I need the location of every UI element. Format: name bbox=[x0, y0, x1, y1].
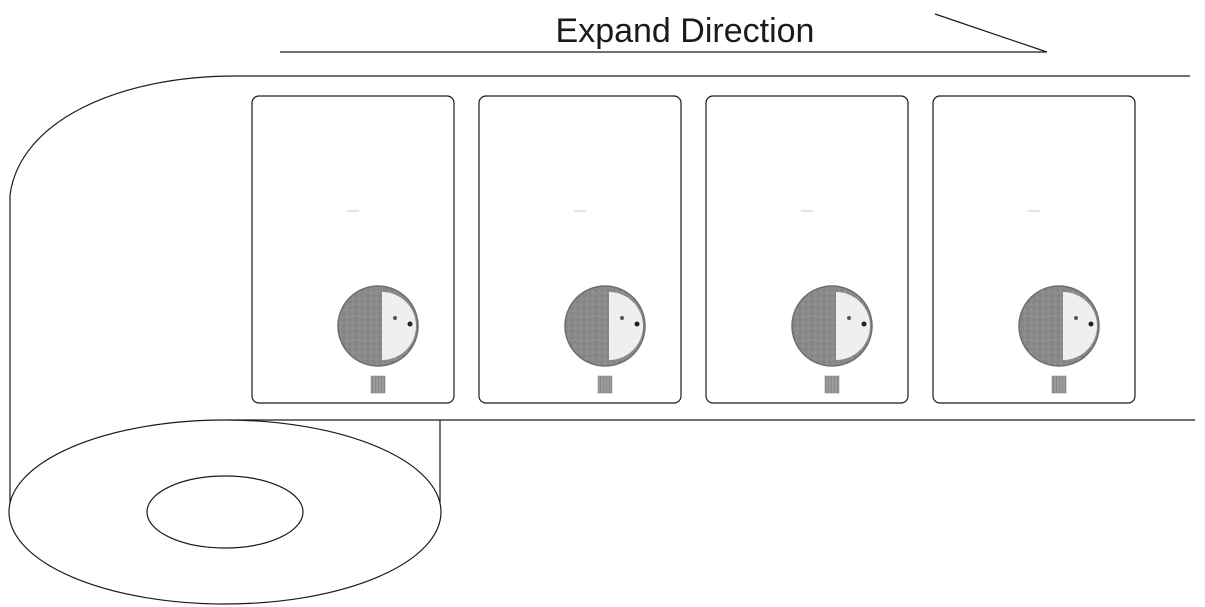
small-square-icon bbox=[370, 375, 386, 394]
arrow-head bbox=[934, 13, 1048, 53]
chip-dot bbox=[1088, 321, 1094, 327]
expand-direction-arrow: Expand Direction bbox=[280, 12, 1048, 53]
rfid-label bbox=[932, 95, 1136, 404]
roll-outer-face bbox=[8, 419, 442, 605]
chip-mark bbox=[1074, 316, 1078, 320]
chip-highlight bbox=[1063, 292, 1097, 360]
chip-highlight bbox=[836, 292, 870, 360]
chip-dot bbox=[407, 321, 413, 327]
rfid-label bbox=[251, 95, 455, 404]
expand-direction-title: Expand Direction bbox=[556, 12, 815, 50]
chip-highlight bbox=[609, 292, 643, 360]
roll-top-curve bbox=[9, 75, 236, 196]
nfc-chip-icon bbox=[1018, 285, 1100, 367]
label-roll bbox=[8, 75, 1195, 605]
nfc-chip-icon bbox=[337, 285, 419, 367]
chip-mark bbox=[847, 316, 851, 320]
small-square-icon bbox=[1051, 375, 1067, 394]
small-square-icon bbox=[597, 375, 613, 394]
chip-dot bbox=[861, 321, 867, 327]
chip-mark bbox=[620, 316, 624, 320]
small-square-icon bbox=[824, 375, 840, 394]
labels-group bbox=[251, 95, 1136, 404]
nfc-chip-icon bbox=[564, 285, 646, 367]
rfid-label bbox=[478, 95, 682, 404]
rfid-label bbox=[705, 95, 909, 404]
chip-dot bbox=[634, 321, 640, 327]
roll-core bbox=[146, 475, 304, 549]
chip-mark bbox=[393, 316, 397, 320]
chip-highlight bbox=[382, 292, 416, 360]
nfc-chip-icon bbox=[791, 285, 873, 367]
